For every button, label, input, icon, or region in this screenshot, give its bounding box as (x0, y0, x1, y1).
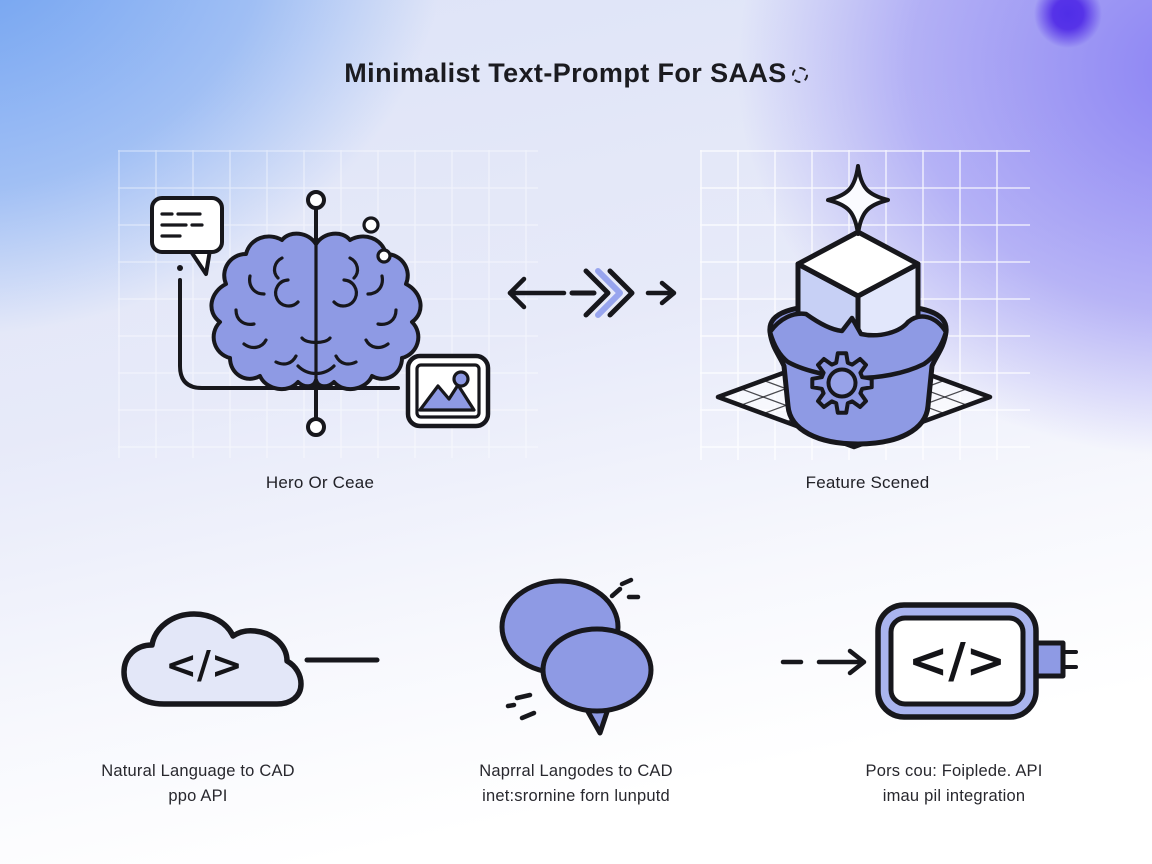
triple-chevron-right-icon (569, 268, 635, 318)
feature-label-1-line1: Natural Language to CAD (101, 762, 295, 780)
feature-label-3-line2: imau pil integration (882, 787, 1026, 805)
connector-line (177, 265, 400, 390)
feature-label-1-line2: ppo API (168, 787, 228, 805)
chat-bubbles-icon (499, 577, 654, 736)
speech-bubble-icon (150, 196, 224, 276)
dashed-circle-icon (791, 67, 808, 83)
hero-scene (150, 190, 491, 437)
cloud-code-glyph: </> (165, 643, 243, 687)
feature-label-2-line2: inet:srornine forn lunputd (482, 787, 670, 805)
feature-label-2: Naprral Langodes to CAD inet:srornine fo… (406, 759, 746, 809)
page-title-text: Minimalist Text-Prompt For SAAS (344, 58, 787, 88)
accent-dashes (505, 577, 641, 721)
arrow-right-icon (645, 280, 677, 306)
feature-label-1: Natural Language to CAD ppo API (28, 759, 368, 809)
feature-label-3: Pors cou: Foiplede. API imau pil integra… (784, 759, 1124, 809)
image-icon (405, 353, 491, 429)
gear-icon (810, 351, 874, 415)
pot-rim (767, 311, 949, 381)
plug-prongs (1061, 650, 1078, 669)
cloud-code-icon: </> (121, 611, 380, 707)
page-title: Minimalist Text-Prompt For SAAS (0, 58, 1152, 89)
brain-icon (209, 231, 423, 392)
module-code-glyph: </> (908, 633, 1006, 689)
feature-label-3-line1: Pors cou: Foiplede. API (865, 762, 1043, 780)
sparkle-icon (826, 164, 890, 236)
code-module-icon: </> (780, 602, 1078, 720)
feature-label-2-line1: Naprral Langodes to CAD (479, 762, 673, 780)
axis-node-circles (306, 190, 392, 437)
hero-caption: Hero Or Ceae (265, 473, 375, 492)
arrow-left-icon (507, 276, 567, 310)
feature-caption: Feature Scened (805, 473, 930, 492)
dashed-arrow-icon (780, 648, 867, 676)
connector-arrows (507, 268, 677, 318)
feature-scene (715, 164, 993, 450)
